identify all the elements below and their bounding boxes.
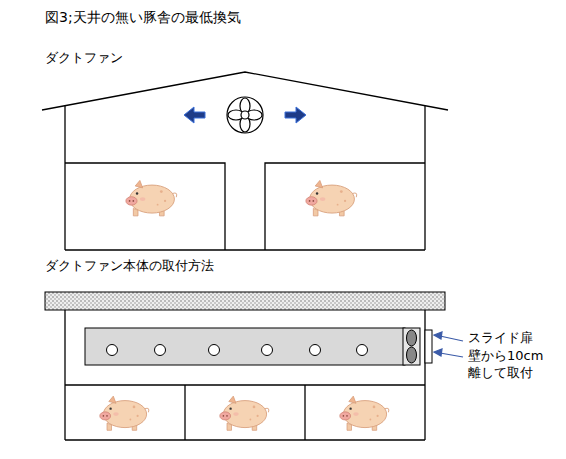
barn-bottom [65, 310, 425, 440]
duct-hole [107, 345, 368, 356]
barn-top [42, 72, 448, 250]
wall [64, 106, 65, 250]
pig [100, 396, 149, 430]
label-text: ダクトファン [45, 50, 123, 67]
label-text: ダクトファン本体の取付方法 [45, 258, 214, 275]
pig [306, 180, 357, 215]
label-text: スライド扉 [468, 330, 533, 347]
pen [265, 163, 425, 250]
pig [340, 396, 389, 430]
label-text: 壁から10cm 離して取付 [468, 348, 560, 382]
roof-section [45, 292, 445, 310]
floor [65, 249, 425, 250]
airflow-arrow [184, 107, 306, 123]
slide-door [425, 330, 432, 363]
wall [424, 106, 425, 250]
duct [85, 328, 405, 365]
pig [220, 396, 269, 430]
leader-line [434, 332, 463, 357]
figure-title: 図3;天井の無い豚舎の最低換気 [45, 8, 241, 26]
pen [65, 163, 225, 250]
fan-body [403, 328, 420, 365]
duct-fan-symbol [227, 97, 263, 133]
pig [126, 180, 177, 215]
